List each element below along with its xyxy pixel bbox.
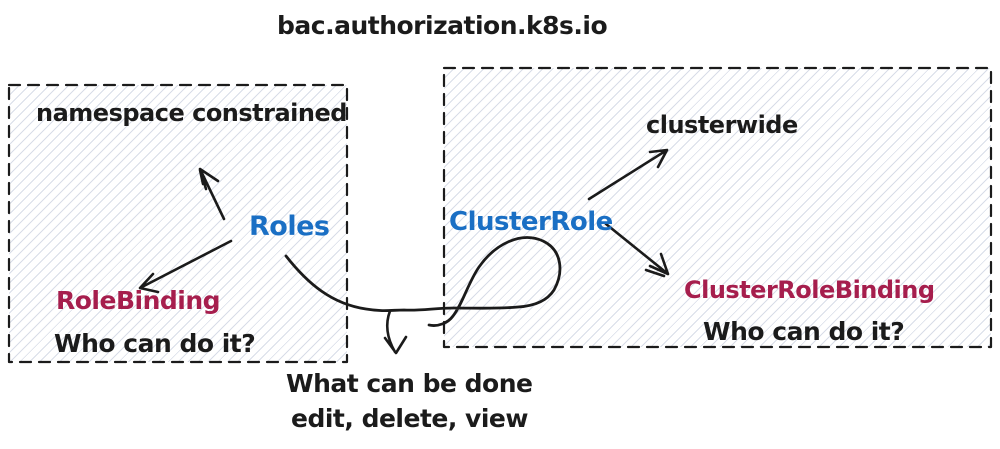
namespace-scope-label: namespace constrained <box>36 99 347 127</box>
what-can-be-done-label: What can be done <box>286 369 533 398</box>
diagram-title: bac.authorization.k8s.io <box>277 11 608 40</box>
rolebinding-label: RoleBinding <box>56 286 221 315</box>
clusterrole-label: ClusterRole <box>449 207 613 237</box>
roles-label: Roles <box>249 211 330 242</box>
clusterrolebinding-label: ClusterRoleBinding <box>684 276 935 304</box>
who-can-do-it-left-label: Who can do it? <box>54 329 256 358</box>
verbs-label: edit, delete, view <box>291 404 528 433</box>
clusterwide-scope-label: clusterwide <box>646 111 798 139</box>
who-can-do-it-right-label: Who can do it? <box>703 317 905 346</box>
arrow-to-what-can-be-done <box>383 309 408 355</box>
